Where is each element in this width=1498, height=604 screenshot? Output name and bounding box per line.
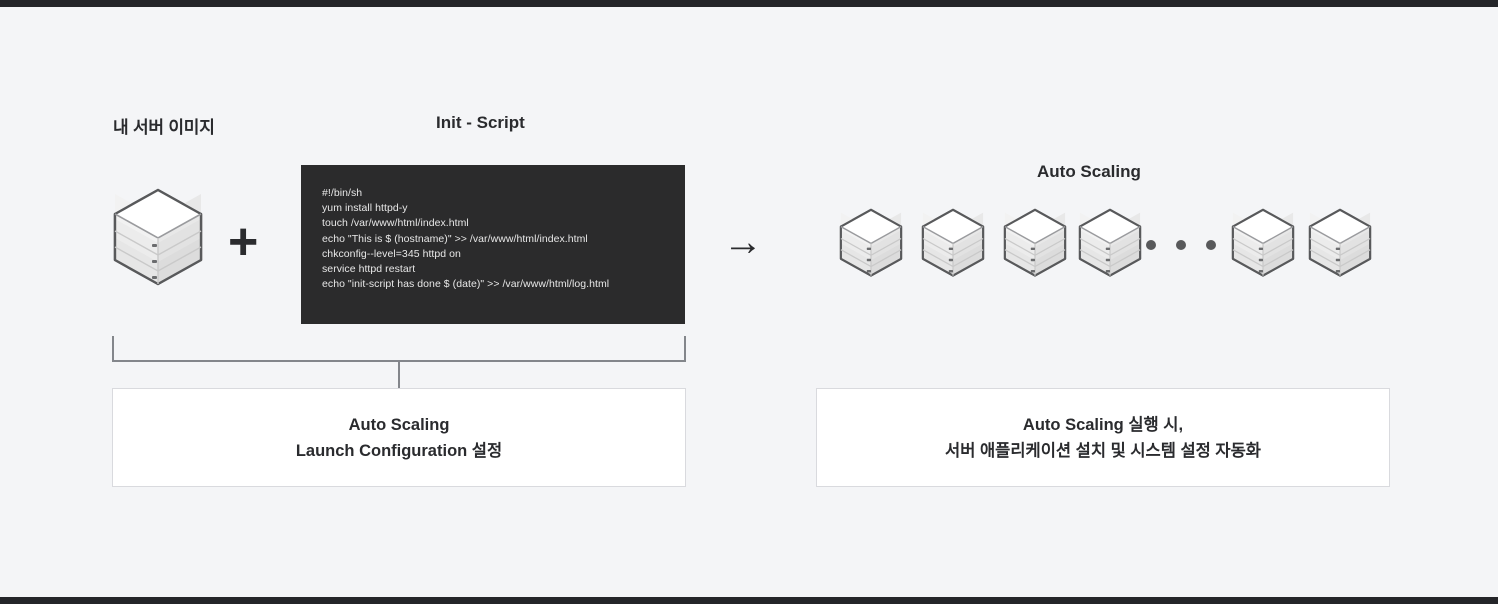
caption-line: 서버 애플리케이션 설치 및 시스템 설정 자동화 bbox=[945, 441, 1261, 460]
code-line: echo "This is $ (hostname)" >> /var/www/… bbox=[322, 232, 588, 245]
bracket-connector bbox=[112, 336, 686, 388]
ellipsis-dots bbox=[1146, 240, 1216, 250]
code-line: echo "init-script has done $ (date)" >> … bbox=[322, 278, 610, 291]
server-stack-icon bbox=[1000, 207, 1070, 277]
caption-line: Auto Scaling bbox=[348, 415, 450, 434]
server-stack-icon bbox=[108, 186, 208, 286]
ellipsis-dot bbox=[1206, 240, 1216, 250]
code-line: chkconfig--level=345 httpd on bbox=[322, 247, 461, 260]
caption-line: Launch Configuration 설정 bbox=[295, 441, 503, 460]
heading-init-script: Init - Script bbox=[436, 113, 525, 132]
code-line: #!/bin/sh bbox=[322, 187, 363, 199]
arrow-right-icon: → bbox=[723, 220, 763, 264]
bracket-left-stem bbox=[112, 336, 114, 362]
ellipsis-dot bbox=[1176, 240, 1186, 250]
server-stack-icon bbox=[1228, 207, 1298, 277]
plus-icon: + bbox=[228, 213, 259, 271]
code-line: yum install httpd-y bbox=[322, 202, 408, 215]
init-script-code-block: #!/bin/sh yum install httpd-y touch /var… bbox=[301, 165, 685, 324]
slide-bottom-edge bbox=[0, 597, 1498, 604]
heading-auto-scaling: Auto Scaling bbox=[1037, 162, 1141, 181]
heading-my-server-image: 내 서버 이미지 bbox=[113, 118, 215, 137]
server-stack-icon bbox=[1305, 207, 1375, 277]
caption-line: Auto Scaling 실행 시, bbox=[1022, 415, 1184, 434]
server-stack-icon bbox=[918, 207, 988, 277]
code-line: touch /var/www/html/index.html bbox=[322, 217, 469, 230]
ellipsis-dot bbox=[1146, 240, 1156, 250]
bracket-right-stem bbox=[684, 336, 686, 362]
code-line: service httpd restart bbox=[322, 263, 416, 276]
slide-top-edge bbox=[0, 0, 1498, 7]
caption-box-launch-configuration: Auto Scaling Launch Configuration 설정 bbox=[112, 388, 686, 487]
server-stack-icon bbox=[836, 207, 906, 277]
server-stack-icon bbox=[1075, 207, 1145, 277]
caption-box-auto-scaling-result: Auto Scaling 실행 시, 서버 애플리케이션 설치 및 시스템 설정… bbox=[816, 388, 1390, 487]
bracket-drop-line bbox=[398, 360, 400, 388]
